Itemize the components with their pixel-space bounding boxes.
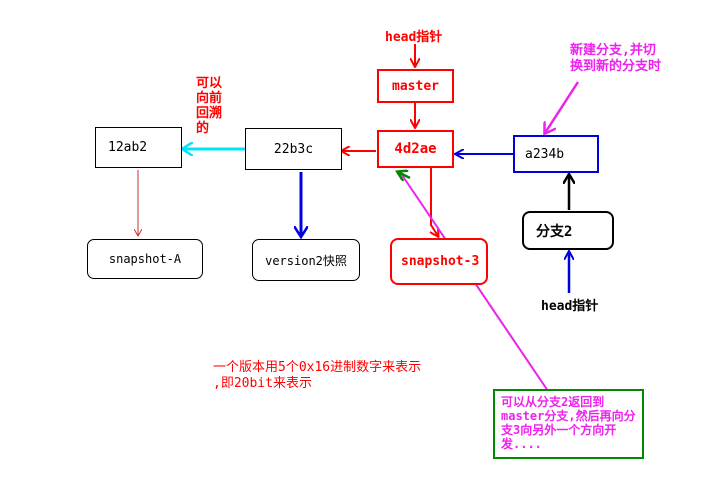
snapshot-3-label: snapshot-3 <box>401 254 480 269</box>
backtrack-line-1: 可以 <box>196 76 223 91</box>
branch-note-line-2: master分支,然后再向分 <box>501 409 636 423</box>
backtrack-note: 可以 向前 回溯 的 <box>196 76 222 136</box>
commit-12ab2-label: 12ab2 <box>108 140 148 155</box>
commit-22b3c-label: 22b3c <box>273 141 314 157</box>
branch2-label: 分支2 <box>536 223 573 240</box>
snapshot-3-node: snapshot-3 <box>390 238 488 285</box>
branch-note-line-3: 支3向另外一个方向开 <box>501 423 617 437</box>
version2-snapshot-node: version2快照 <box>252 239 360 281</box>
branch-note-line-4: 发.... <box>501 437 542 451</box>
branch2-node: 分支2 <box>522 211 614 250</box>
backtrack-line-3: 回溯 <box>196 106 223 121</box>
backtrack-line-4: 的 <box>196 121 210 136</box>
master-label: master <box>392 78 439 94</box>
head-pointer-bottom-label: head指针 <box>541 299 599 314</box>
version-note-line-2: ,即20bit来表示 <box>213 376 312 391</box>
commit-12ab2: 12ab2 <box>95 127 182 168</box>
commit-a234b-label: a234b <box>525 146 565 162</box>
version-note: 一个版本用5个0x16进制数字来表示 ,即20bit来表示 <box>213 360 421 392</box>
snapshot-a-label: snapshot-A <box>108 252 182 266</box>
arrow-green <box>398 172 411 178</box>
master-branch-node: master <box>377 69 454 103</box>
version-note-line-1: 一个版本用5个0x16进制数字来表示 <box>213 360 422 375</box>
commit-22b3c: 22b3c <box>245 128 342 170</box>
arrow-newbranch-to-a234b <box>545 81 580 133</box>
arrow-4d2ae-to-snapshot3 <box>431 168 438 236</box>
new-branch-line-1: 新建分支,并切 <box>570 43 656 58</box>
commit-a234b: a234b <box>513 135 599 173</box>
head-pointer-top-label: head指针 <box>385 30 443 45</box>
version2-snapshot-label: version2快照 <box>265 253 347 268</box>
snapshot-a-node: snapshot-A <box>87 239 203 279</box>
commit-4d2ae: 4d2ae <box>377 130 454 168</box>
branch-note-line-1: 可以从分支2返回到 <box>501 395 605 409</box>
commit-4d2ae-label: 4d2ae <box>394 141 437 157</box>
branch-note-box: 可以从分支2返回到 master分支,然后再向分 支3向另外一个方向开 发...… <box>493 389 644 459</box>
new-branch-note: 新建分支,并切 换到新的分支时 <box>570 43 661 75</box>
new-branch-line-2: 换到新的分支时 <box>570 59 662 74</box>
backtrack-line-2: 向前 <box>196 91 223 106</box>
